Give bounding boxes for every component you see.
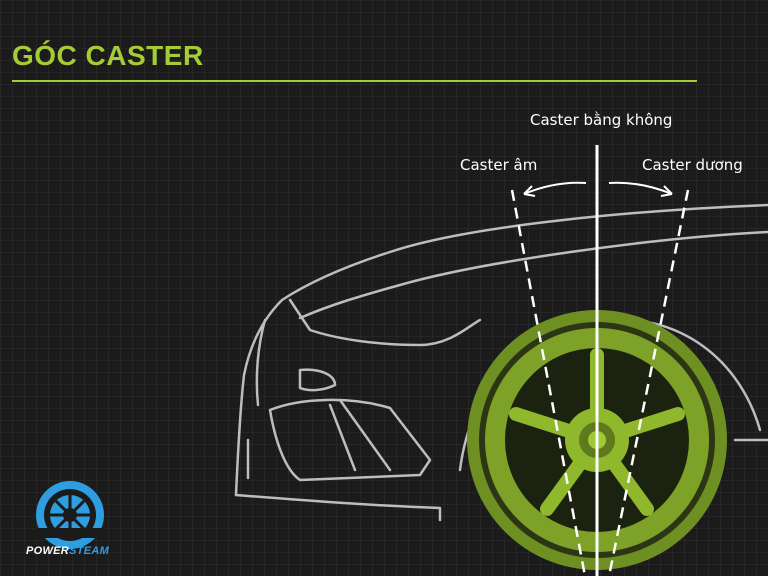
logo-text-steam: STEAM	[69, 545, 110, 557]
caster-lines	[510, 145, 690, 576]
title-divider	[12, 80, 697, 82]
negative-arrow	[523, 181, 587, 195]
positive-arrow	[608, 181, 673, 195]
positive-caster-line	[607, 189, 690, 576]
zero-caster-label: Caster bằng không	[530, 111, 673, 129]
positive-arrow-head	[660, 185, 673, 197]
negative-caster-line	[510, 189, 587, 576]
negative-caster-label: Caster âm	[460, 156, 538, 174]
powersteam-logo-icon	[36, 481, 104, 549]
negative-arrow-head	[523, 185, 536, 197]
direction-arrows	[523, 181, 673, 197]
page-title: GÓC CASTER	[12, 40, 204, 71]
logo-text: POWERSTEAM	[26, 545, 109, 557]
positive-caster-label: Caster dương	[642, 156, 743, 174]
logo-text-power: POWER	[26, 545, 70, 557]
